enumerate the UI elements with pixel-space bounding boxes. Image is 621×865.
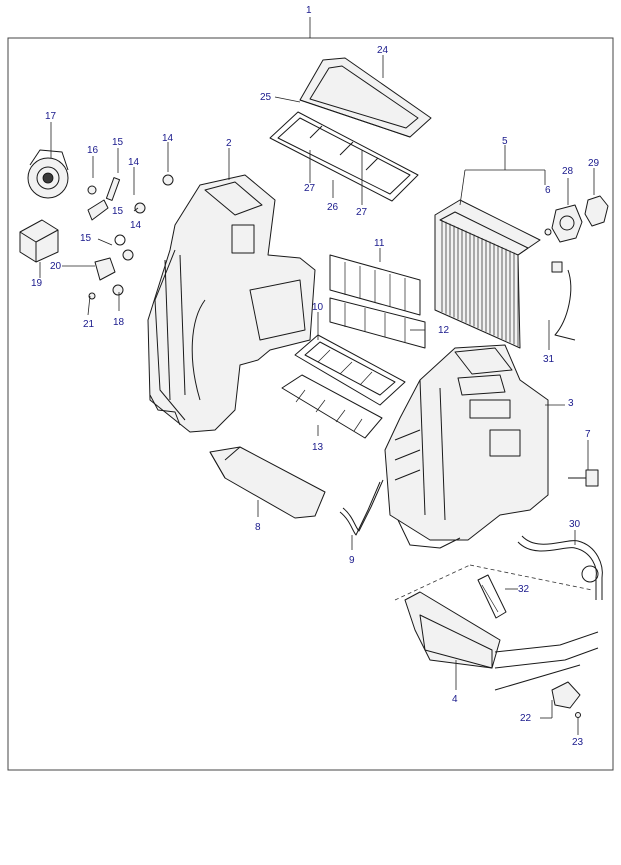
- callout-labels: 1 2 3 4 5 6 7 8 9 10 11 12 13 14 14 14 1…: [31, 5, 600, 748]
- callout-9: 9: [349, 555, 355, 566]
- callout-16: 16: [87, 145, 99, 156]
- left-heater-housing-part: [147, 174, 316, 433]
- temp-door-lower-part: [329, 297, 426, 349]
- callout-15b: 15: [112, 206, 124, 217]
- evaporator-core-part: [434, 199, 541, 349]
- diagram-frame: [7, 37, 614, 771]
- callout-26: 26: [327, 202, 339, 213]
- callout-22: 22: [520, 713, 532, 724]
- callout-7: 7: [585, 429, 591, 440]
- callout-2: 2: [226, 138, 232, 149]
- callout-14b: 14: [128, 157, 140, 168]
- drain-hose-part: [339, 479, 384, 536]
- callout-31: 31: [543, 354, 555, 365]
- drain-pan-part: [209, 446, 326, 519]
- mode-actuator-part: [27, 149, 69, 199]
- filter-cover-part: [299, 57, 432, 138]
- callout-24: 24: [377, 45, 389, 56]
- callout-10: 10: [312, 302, 324, 313]
- callout-14a: 14: [162, 133, 174, 144]
- mode-door-lower-part: [281, 374, 383, 439]
- callout-15c: 15: [80, 233, 92, 244]
- callout-8: 8: [255, 522, 261, 533]
- callout-14c: 14: [130, 220, 142, 231]
- callout-32: 32: [518, 584, 530, 595]
- callout-4: 4: [452, 694, 458, 705]
- temp-door-upper-part: [329, 254, 421, 316]
- callout-28: 28: [562, 166, 574, 177]
- callout-18: 18: [113, 317, 125, 328]
- expansion-valve-part: [544, 195, 609, 243]
- connector-part: [568, 469, 599, 487]
- callout-25: 25: [260, 92, 272, 103]
- leader-lines: [39, 55, 595, 735]
- callout-19: 19: [31, 278, 43, 289]
- pipe-seal-part: [477, 574, 507, 619]
- callout-11: 11: [374, 238, 385, 249]
- callout-3: 3: [568, 398, 574, 409]
- callout-27a: 27: [304, 183, 316, 194]
- heater-core-part: [394, 564, 599, 691]
- callout-27b: 27: [356, 207, 368, 218]
- callout-6: 6: [545, 185, 551, 196]
- mode-door-upper-part: [294, 334, 406, 406]
- air-filter-part: [269, 111, 419, 202]
- callout-13: 13: [312, 442, 324, 453]
- callout-12: 12: [438, 325, 450, 336]
- heater-pipe-part: [517, 535, 603, 600]
- small-linkage-parts: [87, 174, 174, 300]
- callout-20: 20: [50, 261, 62, 272]
- callout-1: 1: [306, 5, 312, 16]
- clamp-part: [551, 681, 581, 718]
- callout-15a: 15: [112, 137, 124, 148]
- callout-23: 23: [572, 737, 584, 748]
- callout-29: 29: [588, 158, 600, 169]
- callout-5: 5: [502, 136, 508, 147]
- callout-21: 21: [83, 319, 95, 330]
- sensor-wire-part: [551, 261, 576, 341]
- callout-17: 17: [45, 111, 57, 122]
- actuator-motor-part: [19, 219, 59, 263]
- callout-30: 30: [569, 519, 581, 530]
- right-heater-housing-part: [384, 344, 549, 549]
